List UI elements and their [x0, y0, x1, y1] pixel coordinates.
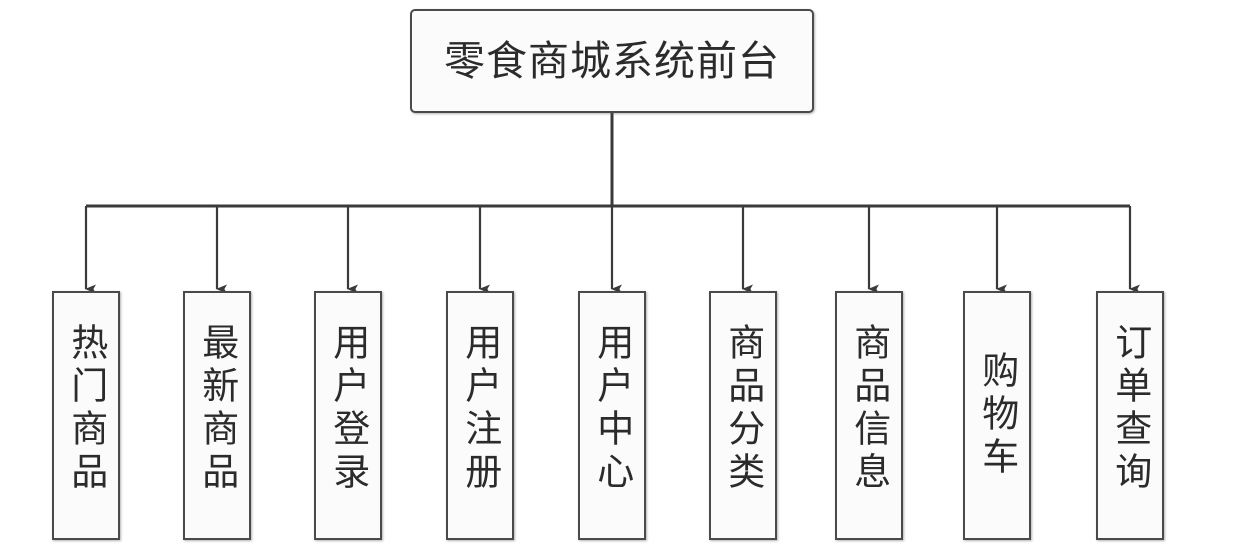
node-product-category-label: 商品分类 [721, 323, 765, 495]
node-user-center-inner: 用户中心 [580, 293, 644, 538]
node-hot-products-label: 热门商品 [64, 323, 108, 495]
node-order-query-inner: 订单查询 [1098, 293, 1162, 538]
node-new-products-label: 最新商品 [195, 323, 239, 495]
node-shopping-cart-label: 购物车 [975, 351, 1019, 480]
node-order-query[interactable]: 订单查询 [1096, 291, 1164, 540]
node-shopping-cart-inner: 购物车 [965, 293, 1029, 538]
node-user-register-inner: 用户注册 [448, 293, 512, 538]
node-order-query-label: 订单查询 [1108, 323, 1152, 495]
root-node-label: 零食商城系统前台 [444, 36, 780, 85]
node-user-center-label: 用户中心 [590, 323, 634, 495]
node-user-register-label: 用户注册 [458, 323, 502, 495]
node-user-center[interactable]: 用户中心 [578, 291, 646, 540]
node-product-category-inner: 商品分类 [711, 293, 775, 538]
node-product-info-inner: 商品信息 [837, 293, 901, 538]
node-product-category[interactable]: 商品分类 [709, 291, 777, 540]
node-user-login[interactable]: 用户登录 [314, 291, 382, 540]
node-user-login-label: 用户登录 [326, 323, 370, 495]
node-shopping-cart[interactable]: 购物车 [963, 291, 1031, 540]
node-hot-products-inner: 热门商品 [54, 293, 118, 538]
node-user-register[interactable]: 用户注册 [446, 291, 514, 540]
node-product-info-label: 商品信息 [847, 323, 891, 495]
node-product-info[interactable]: 商品信息 [835, 291, 903, 540]
node-hot-products[interactable]: 热门商品 [52, 291, 120, 540]
node-new-products[interactable]: 最新商品 [183, 291, 251, 540]
node-user-login-inner: 用户登录 [316, 293, 380, 538]
root-node[interactable]: 零食商城系统前台 [410, 9, 814, 113]
node-new-products-inner: 最新商品 [185, 293, 249, 538]
